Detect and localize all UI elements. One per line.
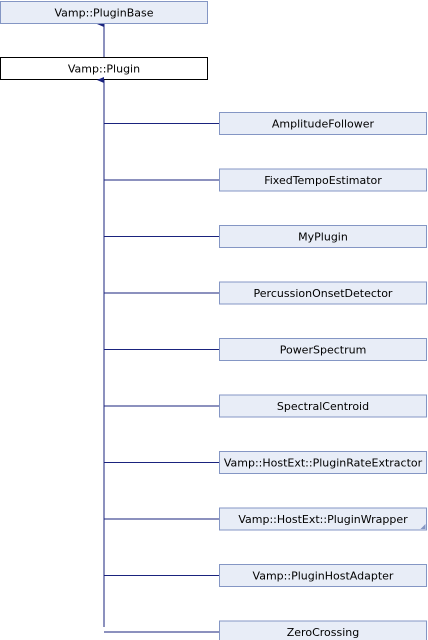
class-label-derived: PercussionOnsetDetector [254,287,393,300]
class-label-pluginbase: Vamp::PluginBase [55,7,154,20]
class-node-derived[interactable]: PowerSpectrum [219,338,427,361]
class-label-derived: AmplitudeFollower [272,118,375,131]
class-node-derived[interactable]: ZeroCrossing [219,620,427,640]
class-node-derived[interactable]: Vamp::HostExt::PluginWrapper [219,507,427,531]
class-label-derived: Vamp::HostExt::PluginRateExtractor [224,457,423,470]
derived-classes: AmplitudeFollowerFixedTempoEstimatorMyPl… [104,112,427,640]
class-label-derived: PowerSpectrum [280,344,367,357]
class-node-box [219,507,427,531]
class-node-plugin: Vamp::Plugin [0,57,208,80]
class-node-box [219,225,427,248]
class-node-derived[interactable]: Vamp::PluginHostAdapter [219,564,427,587]
more-indicator-icon [420,524,426,529]
class-node-derived[interactable]: PercussionOnsetDetector [219,281,427,305]
class-node-derived[interactable]: AmplitudeFollower [219,112,427,135]
class-node-pluginbase[interactable]: Vamp::PluginBase [0,1,208,24]
class-node-derived[interactable]: MyPlugin [219,225,427,248]
class-label-derived: Vamp::HostExt::PluginWrapper [238,513,408,526]
class-node-box [219,451,427,474]
class-node-box [219,394,427,418]
class-node-box [219,338,427,361]
class-label-derived: SpectralCentroid [277,400,369,413]
class-node-derived[interactable]: SpectralCentroid [219,394,427,418]
class-node-box [219,564,427,587]
class-node-derived[interactable]: FixedTempoEstimator [219,168,427,192]
class-label-plugin: Vamp::Plugin [68,63,140,76]
class-node-box [219,281,427,305]
class-label-derived: FixedTempoEstimator [264,174,382,187]
class-label-derived: MyPlugin [298,231,348,244]
class-label-derived: Vamp::PluginHostAdapter [253,570,394,583]
class-node-box [219,168,427,192]
class-node-box [219,620,427,640]
class-node-derived[interactable]: Vamp::HostExt::PluginRateExtractor [219,451,427,474]
class-label-derived: ZeroCrossing [287,626,359,639]
class-node-box [219,112,427,135]
